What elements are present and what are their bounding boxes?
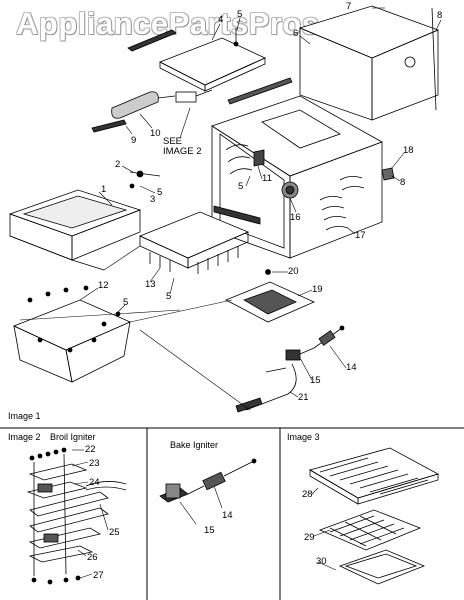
- label-part-5-b: 5: [157, 187, 162, 198]
- label-part-27: 27: [93, 570, 104, 581]
- label-part-19: 19: [312, 284, 323, 295]
- label-part-2: 2: [115, 159, 120, 170]
- label-part-14: 14: [346, 362, 357, 373]
- leader-lines: [19, 7, 442, 411]
- panel-title-image2: Image 2: [8, 432, 41, 442]
- broil-pan-30: [311, 487, 426, 585]
- label-part-12: 12: [98, 280, 109, 291]
- label-part-15: 15: [310, 375, 321, 386]
- oven-rack-28: [308, 447, 440, 505]
- clip-18: [381, 167, 395, 181]
- label-part-5-d: 5: [123, 297, 128, 308]
- label-part-8-b: 8: [400, 177, 405, 188]
- part-labels: 1 2 3 4 5 6 7 8 9 10 5 11 5 16 17 18 8 1…: [85, 1, 442, 581]
- broil-igniter-assembly: [26, 447, 127, 585]
- screw-5-top: [233, 28, 239, 47]
- label-part-23: 23: [89, 458, 100, 469]
- label-bake-15: 15: [204, 525, 215, 536]
- shield-19: [225, 281, 315, 323]
- panel-title-bake-igniter: Bake Igniter: [170, 440, 219, 450]
- screws-bottom: [27, 285, 121, 317]
- outer-panel-1: [8, 189, 142, 271]
- label-part-22: 22: [85, 444, 96, 455]
- bottom-tray-12: [12, 299, 131, 383]
- panel-title-broil-igniter: Broil Igniter: [50, 432, 96, 442]
- bake-igniter-detail: [159, 458, 257, 525]
- label-part-26: 26: [87, 552, 98, 563]
- strip-part: [227, 77, 293, 105]
- label-part-5-c: 5: [238, 181, 243, 192]
- label-part-16: 16: [290, 212, 301, 223]
- label-bake-14: 14: [222, 510, 233, 521]
- bracket-9: [91, 119, 127, 133]
- broil-burner-10: [111, 89, 213, 119]
- label-part-30: 30: [316, 556, 327, 567]
- bake-burner-21: [235, 363, 297, 413]
- panel-title-image1: Image 1: [8, 411, 41, 421]
- label-part-8-a: 8: [437, 10, 442, 21]
- panel-title-image3: Image 3: [287, 432, 320, 442]
- label-part-28: 28: [302, 489, 313, 500]
- label-part-13: 13: [145, 279, 156, 290]
- section-frame: [0, 427, 464, 600]
- bottom-panel-13: [138, 211, 250, 274]
- see-image-2-callout: SEE IMAGE 2: [163, 136, 202, 157]
- label-part-3: 3: [150, 194, 155, 205]
- top-rail-part: [127, 29, 177, 52]
- label-part-29: 29: [304, 532, 315, 543]
- label-part-9: 9: [131, 135, 136, 146]
- label-part-4: 4: [218, 14, 223, 25]
- label-part-20: 20: [288, 266, 299, 277]
- label-part-5-a: 5: [237, 9, 242, 20]
- label-part-1: 1: [101, 184, 106, 195]
- label-part-25: 25: [109, 527, 120, 538]
- screw-20: [265, 269, 271, 275]
- top-panel-4: [159, 37, 266, 92]
- bracket-11: [253, 149, 265, 167]
- bake-igniter-14: [313, 325, 345, 349]
- rear-panel-6: [298, 5, 440, 121]
- oven-rack-29: [318, 509, 422, 551]
- label-part-18: 18: [403, 145, 414, 156]
- label-part-10: 10: [150, 128, 161, 139]
- label-part-24: 24: [89, 477, 100, 488]
- label-part-5-e: 5: [166, 291, 171, 302]
- label-part-6: 6: [293, 28, 298, 39]
- label-part-17: 17: [355, 230, 366, 241]
- label-part-21: 21: [298, 392, 309, 403]
- label-part-7: 7: [346, 1, 351, 12]
- valve-15: [285, 347, 315, 361]
- clip-2: [129, 170, 161, 189]
- label-part-11: 11: [262, 173, 272, 184]
